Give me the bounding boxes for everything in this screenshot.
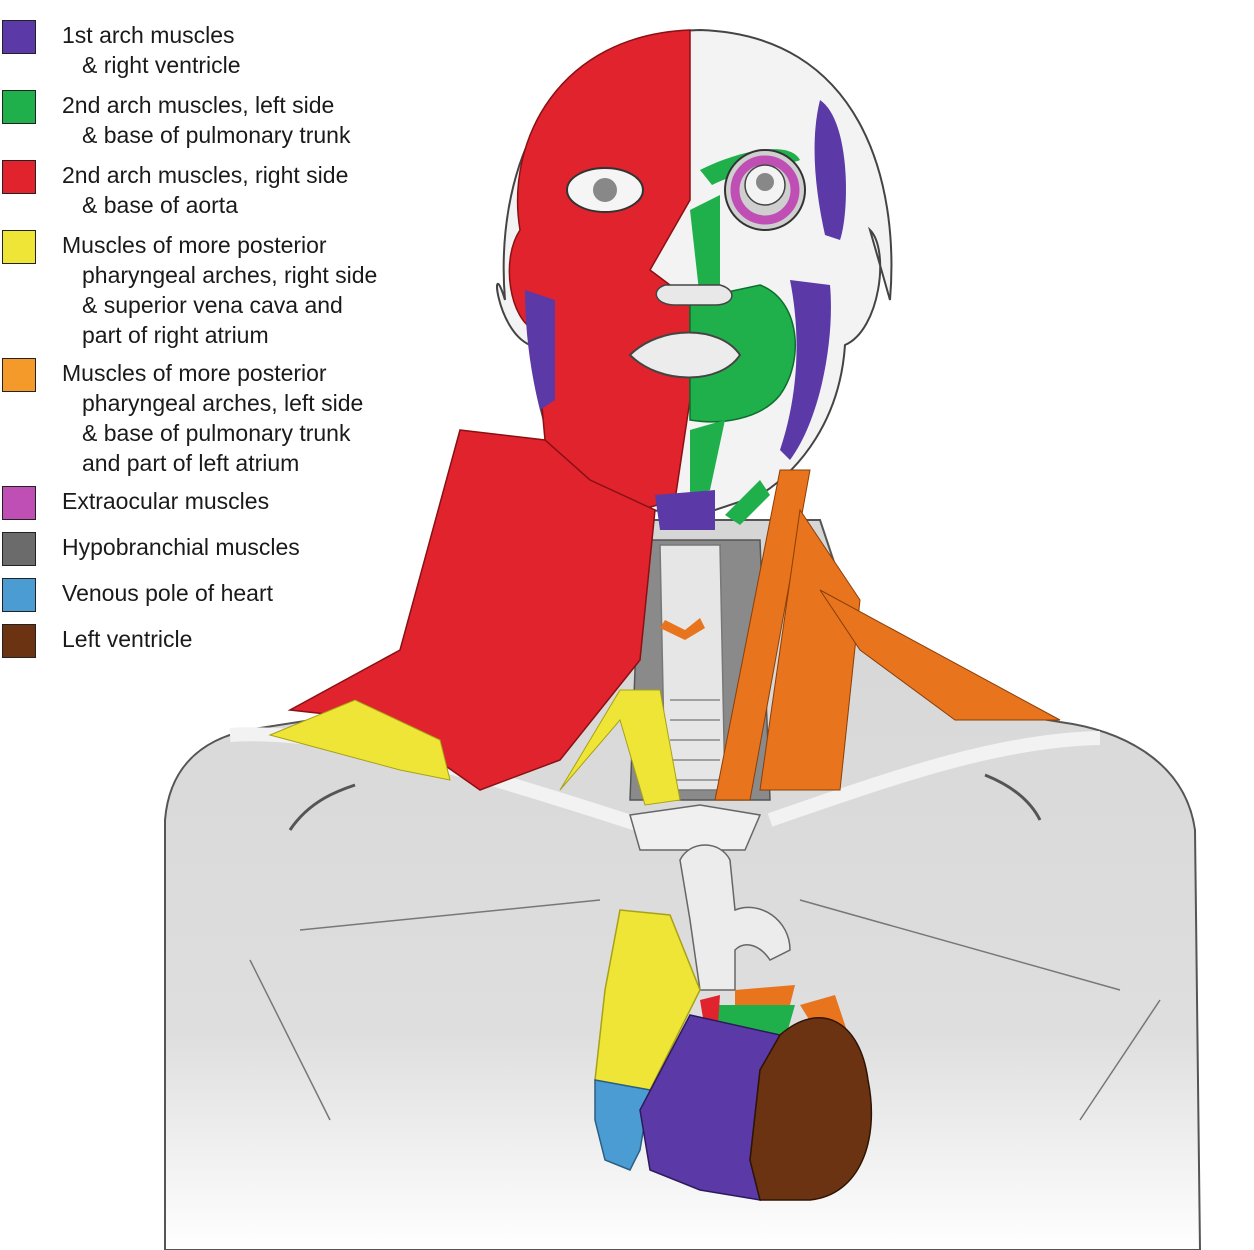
posterior-left-orange-1 [714,469,811,801]
left-iris [756,173,774,191]
trachea-rings [670,699,720,781]
neck-green-small [725,480,770,525]
posterior-right-yellow-shoulder [268,699,451,781]
shoulder-creases [288,773,1042,831]
legend-label: 2nd arch muscles, left side & base of pul… [62,90,350,150]
neck-red-right [287,429,656,791]
legend-label: Hypobranchial muscles [62,532,300,562]
legend-label: Venous pole of heart [62,578,273,608]
face-purple-left-jaw [780,280,831,460]
legend-swatch [2,20,36,54]
legend-label: Left ventricle [62,624,192,654]
face-green-left-chin [690,420,725,495]
legend-label-line: Venous pole of heart [62,580,273,606]
chin-purple [655,490,715,530]
legend-label-line: & base of pulmonary trunk [82,420,351,446]
legend-label: 2nd arch muscles, right side & base of ao… [62,160,348,220]
legend-label-line: Left ventricle [62,626,193,652]
legend-label: 1st arch muscles & right ventricle [62,20,241,80]
manubrium [629,804,762,851]
nose [655,284,733,306]
legend-label-line: 2nd arch muscles, left side [62,92,335,118]
legend-label-line: part of right atrium [82,322,269,348]
posterior-right-yellow-strap [559,689,681,806]
posterior-left-orange-3 [819,589,1061,721]
legend-label-line: Muscles of more posterior [62,232,327,258]
face-purple-right-jaw [525,290,555,410]
legend-swatch [2,230,36,264]
legend-swatch [2,532,36,566]
legend-label-line: & base of aorta [82,192,238,218]
heart-left-ventricle [749,1017,873,1201]
legend-label-line: pharyngeal arches, left side [82,390,364,416]
extraocular-muscles [730,155,800,225]
legend-swatch [2,160,36,194]
legend-label-line: 2nd arch muscles, right side [62,162,349,188]
legend-label: Extraocular muscles [62,486,269,516]
legend-swatch [2,578,36,612]
legend-swatch [2,486,36,520]
heart-yellow-svc [594,909,701,1091]
legend-label: Muscles of more posterior pharyngeal arch… [62,230,377,350]
thyroid-orange [660,618,705,640]
legend-label: Muscles of more posterior pharyngeal arch… [62,358,363,478]
legend-label-line: & superior vena cava and [82,292,343,318]
left-clavicle [767,731,1101,827]
face-purple-left-temple [814,100,846,240]
face-green-left-nose [690,195,720,300]
legend-swatch [2,90,36,124]
legend-label-line: & right ventricle [82,52,241,78]
legend-label-line: Muscles of more posterior [62,360,327,386]
lips [628,331,742,379]
legend-swatch [2,358,36,392]
great-vessels [679,844,791,991]
legend-label-line: and part of left atrium [82,450,300,476]
legend-label-line: Hypobranchial muscles [62,534,300,560]
face-green-left-mouth [689,284,796,423]
legend-label-line: Extraocular muscles [62,488,270,514]
posterior-left-orange-2 [759,508,861,791]
legend-label-line: pharyngeal arches, right side [82,262,378,288]
legend-label-line: 1st arch muscles [62,22,235,48]
legend-label-line: & base of pulmonary trunk [82,122,351,148]
chest-lines [249,899,1161,1121]
legend-swatch [2,624,36,658]
right-iris [593,178,617,202]
